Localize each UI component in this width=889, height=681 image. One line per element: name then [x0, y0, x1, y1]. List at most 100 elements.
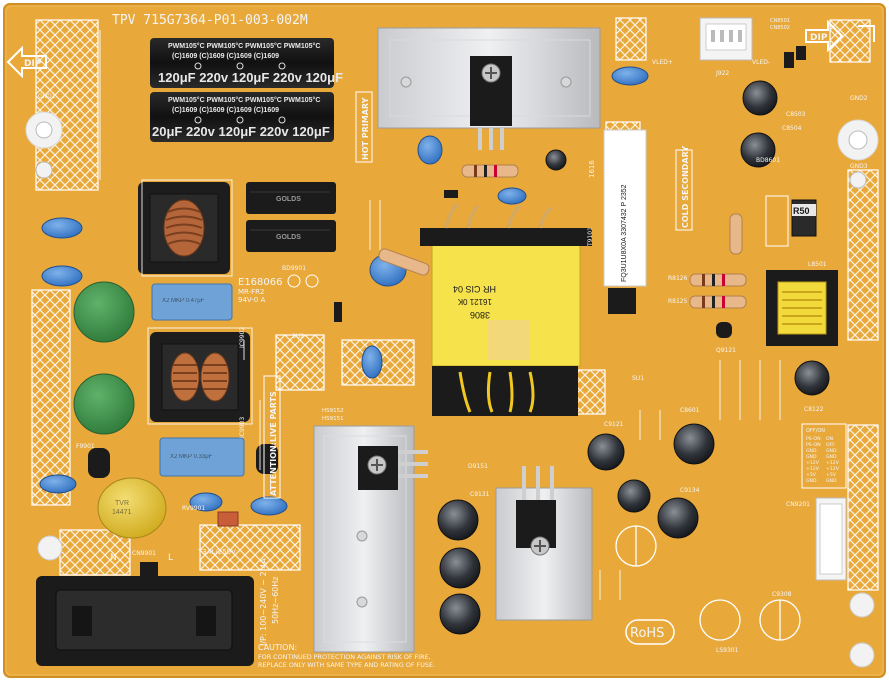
dip-arrow-left-icon: DIP — [6, 45, 47, 79]
ref-c8122: C8122 — [804, 406, 824, 413]
main-transformer-t9101 — [420, 202, 592, 416]
svg-text:TVR: TVR — [115, 500, 129, 507]
svg-text:DIP: DIP — [24, 59, 42, 69]
isolation-hatch-zones — [31, 17, 879, 591]
thermistors-black — [88, 444, 278, 478]
svg-text:(C)1609 (C)1609 (C)1609 (C)160: (C)1609 (C)1609 (C)1609 (C)1609 — [172, 53, 279, 60]
output-table-row-label: PS-ON — [806, 442, 821, 448]
ref-q9121: Q9121 — [716, 347, 736, 354]
filter-inductor-blocks: GOLDS GOLDS — [246, 182, 336, 252]
resistors — [378, 164, 747, 309]
ac-input-connector[interactable] — [36, 562, 254, 666]
silkscreen-footprints — [615, 525, 801, 641]
output-table-row-value: GND — [826, 454, 837, 460]
ul-e-mark-sub1: MR-FR2 — [238, 288, 265, 296]
svg-text:FQ3U1U8X0A 3307432 P 2352: FQ3U1U8X0A 3307432 P 2352 — [621, 184, 628, 282]
svg-text:ATTENTION:LIVE PARTS: ATTENTION:LIVE PARTS — [269, 391, 278, 496]
svg-text:14471: 14471 — [112, 509, 132, 516]
primary-heatsink-top — [377, 27, 601, 150]
ref-c9131: C9131 — [470, 491, 490, 498]
cold-secondary-label: COLD SECONDARY — [675, 146, 693, 231]
varistor-1 — [73, 281, 135, 343]
output-table-row-label: +12V — [806, 460, 820, 466]
common-mode-choke-1 — [138, 182, 230, 274]
attention-live-parts-label: ATTENTION:LIVE PARTS — [263, 375, 281, 499]
svg-text:120μF 220v 120μF 220v 120μF: 120μF 220v 120μF 220v 120μF — [158, 70, 343, 85]
mounting-hole-bottom-right — [849, 642, 875, 668]
ref-rv9901: RV9901 — [182, 505, 205, 512]
output-table-row-label: PS-ON — [806, 436, 821, 442]
mounting-hole-right-mid — [849, 592, 875, 618]
mounting-hole-bottom-left — [37, 535, 63, 561]
ref-c9308: C9308 — [772, 591, 792, 598]
rv9901-component — [217, 511, 239, 527]
x-capacitor-1: X2 MKP 0.47μF — [151, 283, 233, 321]
mounting-hole-gnd2: GND2 GND3 — [837, 95, 879, 189]
ref-c8601: C8601 — [680, 407, 700, 414]
x-capacitor-2: X2 MKP 0.33μF — [159, 437, 245, 477]
ref-j922: J922 — [715, 70, 729, 77]
inductor-l8501 — [766, 270, 838, 346]
electrolytic-capacitors — [437, 80, 830, 635]
output-table-row-label: GND — [806, 478, 817, 484]
svg-text:(C)1609 (C)1609 (C)1609 (C)160: (C)1609 (C)1609 (C)1609 (C)1609 — [172, 107, 279, 114]
svg-text:RoHS: RoHS — [630, 626, 664, 641]
dip-arrow-right-icon: DIP — [805, 19, 844, 53]
output-table-row-value: GND — [826, 448, 837, 454]
svg-text:COLD SECONDARY: COLD SECONDARY — [681, 146, 690, 228]
connector-n-label: N — [110, 553, 117, 563]
connector-l-label: L — [168, 553, 173, 563]
ref-cn8501: CN8501 — [770, 18, 790, 24]
transformer-code-3: 16121 0K — [457, 297, 492, 306]
barcode-sticker: FQ3U1U8X0A 3307432 P 2352 1616 — [588, 129, 647, 287]
svg-text:PWM105°C PWM105°C PWM105°C PWM: PWM105°C PWM105°C PWM105°C PWM105°C — [168, 42, 320, 50]
ref-cn8502: CN8502 — [770, 25, 790, 31]
ref-vled-plus: VLED+ — [652, 59, 673, 66]
ref-ic9903: IC9903 — [239, 417, 246, 438]
ref-vled-minus: VLED- — [752, 59, 770, 66]
ref-cn9201: CN9201 — [786, 501, 810, 508]
ref-bd8601: BD8601 — [756, 157, 780, 164]
svg-text:OFF/ON: OFF/ON — [806, 428, 825, 434]
output-table-row-label: +5V — [806, 472, 817, 478]
ref-r8126: R8126 — [668, 275, 688, 282]
svg-text:X2 MKP 0.33μF: X2 MKP 0.33μF — [170, 454, 213, 460]
output-table-row-label: GND — [806, 448, 817, 454]
hot-primary-label: HOT PRIMARY — [355, 91, 373, 163]
ref-l8501: L8501 — [808, 261, 827, 268]
small-black-cap-top — [796, 46, 806, 60]
output-connector-cn9201[interactable] — [815, 497, 847, 581]
output-table-row-label: +12V — [806, 466, 820, 472]
output-table-row-value: OFF — [826, 442, 835, 448]
ref-su2: SU2 — [292, 333, 304, 340]
corner-arrow-icon — [858, 25, 875, 42]
svg-text:1616: 1616 — [588, 160, 596, 178]
svg-text:GOLDS: GOLDS — [276, 234, 301, 241]
svg-text:R50: R50 — [793, 206, 810, 216]
varistor-2 — [73, 373, 135, 435]
ul-e-mark-sub2: 94V-0 A — [238, 296, 265, 304]
ref-f9901: F9901 — [76, 443, 95, 450]
ref-ic9902: IC9902 — [239, 327, 246, 348]
ref-ls9301: LS9301 — [716, 647, 739, 654]
transformer-code-1: 3806 — [470, 310, 490, 320]
transformer-code-2: HR CIS 04 — [453, 284, 496, 294]
center-heatsink — [495, 466, 593, 621]
output-table-row-value: ON — [826, 436, 833, 442]
mounting-hole-gnd1: GND1 — [25, 93, 63, 179]
output-pin-table: OFF/ON — [801, 423, 847, 489]
ul-e-mark: E168066 — [238, 277, 283, 288]
svg-text:GND2: GND2 — [850, 95, 868, 102]
secondary-heatsink — [313, 425, 428, 653]
ref-c9121: C9121 — [604, 421, 624, 428]
ref-t9101: T9101 — [587, 227, 594, 247]
input-rating: I/P: 100~240V ~ 2.4A — [259, 558, 268, 646]
output-table-row-value: GND — [826, 478, 837, 484]
led-connector-j922[interactable] — [699, 17, 753, 61]
board-part-number: TPV 715G7364-P01-003-002M — [112, 13, 308, 28]
ref-r8125: R8125 — [668, 298, 688, 305]
output-table-row-value: +5V — [826, 472, 837, 478]
svg-text:DIP: DIP — [810, 33, 828, 43]
